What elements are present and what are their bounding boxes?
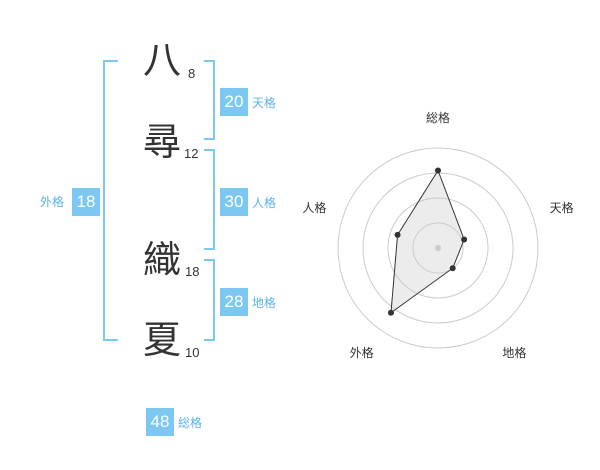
tenkaku-label: 天格 — [252, 96, 277, 110]
radar-point-1 — [435, 167, 441, 174]
chikaku-bracket — [204, 259, 215, 341]
radar-axis-label-5: 人格 — [302, 200, 326, 215]
radar-grid-ring — [412, 222, 464, 274]
stroke-count-4: 10 — [185, 345, 200, 360]
radar-area — [390, 169, 465, 314]
gaikaku-bracket — [103, 60, 118, 341]
radar-center-dot — [435, 245, 441, 251]
gaikaku-label: 外格 — [40, 195, 65, 209]
stroke-count-3: 18 — [185, 264, 200, 279]
radar-axis-label-1: 総格 — [426, 110, 450, 125]
radar-grid-ring — [387, 197, 489, 299]
tenkaku-value: 20 — [220, 88, 248, 116]
soukaku-label: 総格 — [178, 416, 203, 430]
tenkaku-bracket — [204, 60, 215, 140]
chikaku-value: 28 — [220, 288, 248, 316]
stroke-count-1: 8 — [188, 66, 196, 81]
name-char-1: 八 — [142, 38, 181, 82]
jinkaku-value: 30 — [220, 188, 248, 216]
name-char-4: 夏 — [142, 318, 181, 362]
soukaku-value: 48 — [146, 408, 174, 436]
name-char-3: 織 — [142, 238, 181, 282]
radar-axis-label-3: 地格 — [502, 345, 526, 360]
gaikaku-value: 18 — [72, 188, 100, 216]
radar-point-3 — [449, 265, 456, 272]
jinkaku-bracket — [204, 149, 215, 250]
name-char-2: 尋 — [142, 120, 181, 164]
radar-axis-label-4: 外格 — [350, 345, 374, 360]
radar-point-4 — [387, 309, 394, 316]
radar-axis-label-2: 天格 — [550, 200, 574, 215]
radar-point-5 — [394, 231, 401, 238]
radar-point-2 — [461, 236, 468, 243]
stroke-count-2: 12 — [184, 146, 199, 161]
jinkaku-label: 人格 — [252, 196, 277, 210]
chikaku-label: 地格 — [252, 296, 277, 310]
radar-points — [387, 167, 468, 316]
radar-grid-ring — [337, 147, 539, 349]
